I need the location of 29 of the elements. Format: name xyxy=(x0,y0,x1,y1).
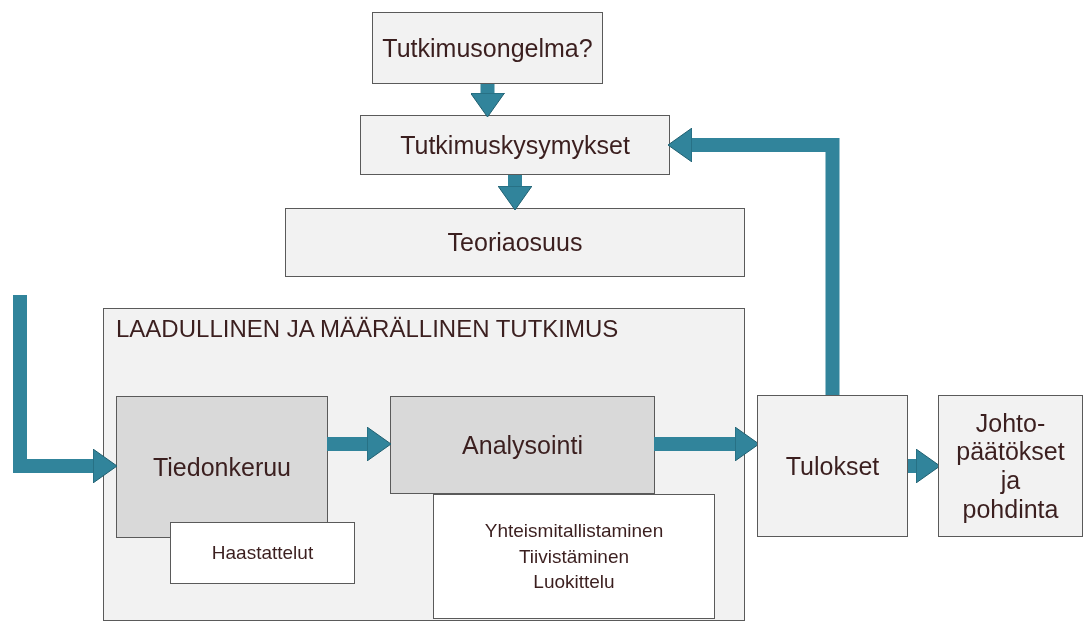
process-box xyxy=(360,115,670,175)
block-arrow xyxy=(470,84,505,118)
process-box xyxy=(170,522,355,584)
group-panel xyxy=(103,308,745,621)
box-label: Analysointi xyxy=(461,430,584,460)
block-arrow xyxy=(654,426,760,462)
box-label: Haastattelut xyxy=(211,541,314,566)
block-arrow xyxy=(667,127,840,395)
box-label: Tulokset xyxy=(784,451,881,481)
box-label: Luokittelu xyxy=(533,570,615,595)
process-box xyxy=(938,395,1083,537)
block-arrow xyxy=(13,295,118,484)
process-box xyxy=(285,208,745,277)
box-label: Teoriaosuus xyxy=(446,228,584,257)
process-box xyxy=(433,494,715,619)
process-box xyxy=(390,396,655,494)
box-label: Johto- päätökset ja pohdinta xyxy=(955,408,1066,524)
process-box xyxy=(116,396,328,538)
block-arrow xyxy=(908,448,941,484)
box-label: Tiedonkeruu xyxy=(151,452,293,482)
process-box xyxy=(757,395,908,537)
block-arrow xyxy=(327,426,392,462)
box-label: Tutkimusongelma? xyxy=(381,33,594,63)
box-label: Yhteismitallistaminen xyxy=(484,519,664,544)
process-box xyxy=(372,12,603,84)
box-label: Tutkimuskysymykset xyxy=(399,130,631,160)
box-label: Tiivistäminen xyxy=(518,544,630,569)
group-title: LAADULLINEN JA MÄÄRÄLLINEN TUTKIMUS xyxy=(115,314,620,344)
block-arrow xyxy=(497,175,533,211)
